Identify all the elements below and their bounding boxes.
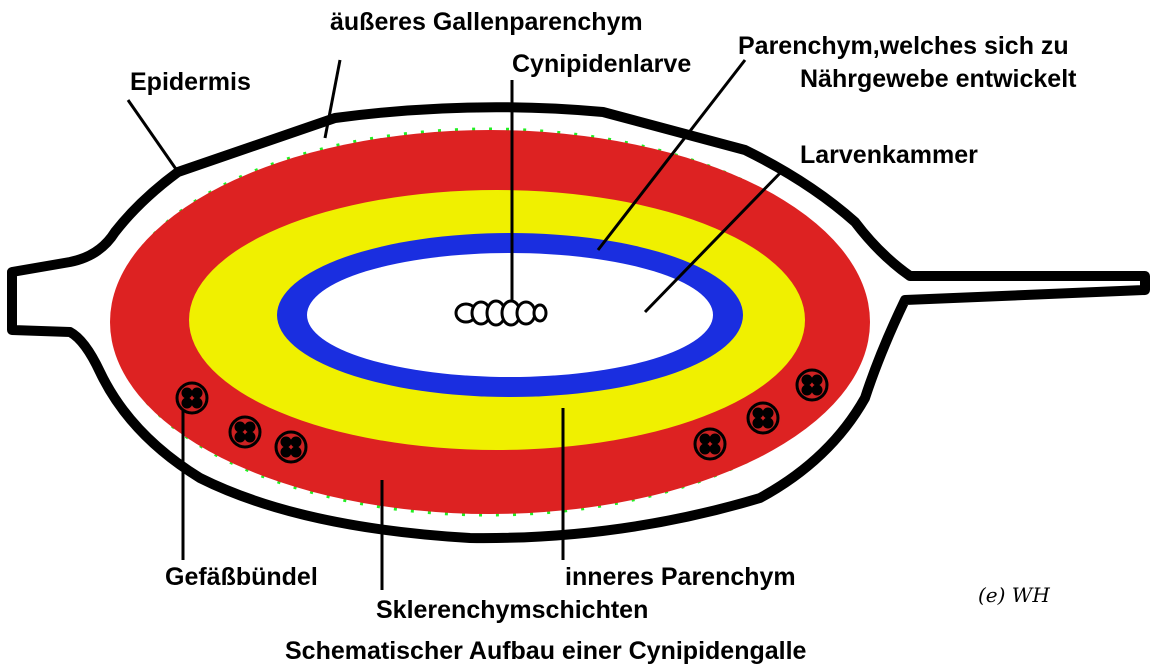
vascular-bundle [695,429,725,459]
vascular-bundle [797,370,827,400]
label-larval-chamber: Larvenkammer [800,141,978,169]
diagram-caption: Schematischer Aufbau einer Cynipidengall… [285,637,807,665]
vascular-bundle [177,383,207,413]
label-nutritive-line2: Nährgewebe entwickelt [800,65,1077,93]
vascular-bundle [748,403,778,433]
label-inner-parenchyma: inneres Parenchym [565,563,796,591]
vascular-bundle [276,432,306,462]
larva [456,301,546,325]
leader-epidermis [128,100,178,172]
label-outer-parenchyma: äußeres Gallenparenchym [330,8,643,36]
vascular-bundle [230,417,260,447]
label-vascular-bundle: Gefäßbündel [165,563,318,591]
label-larva: Cynipidenlarve [512,50,691,78]
author-signature: (e) WH [978,583,1050,607]
label-epidermis: Epidermis [130,68,251,96]
label-sclerenchyma: Sklerenchymschichten [376,596,648,624]
label-nutritive-line1: Parenchym,welches sich zu [738,32,1069,60]
